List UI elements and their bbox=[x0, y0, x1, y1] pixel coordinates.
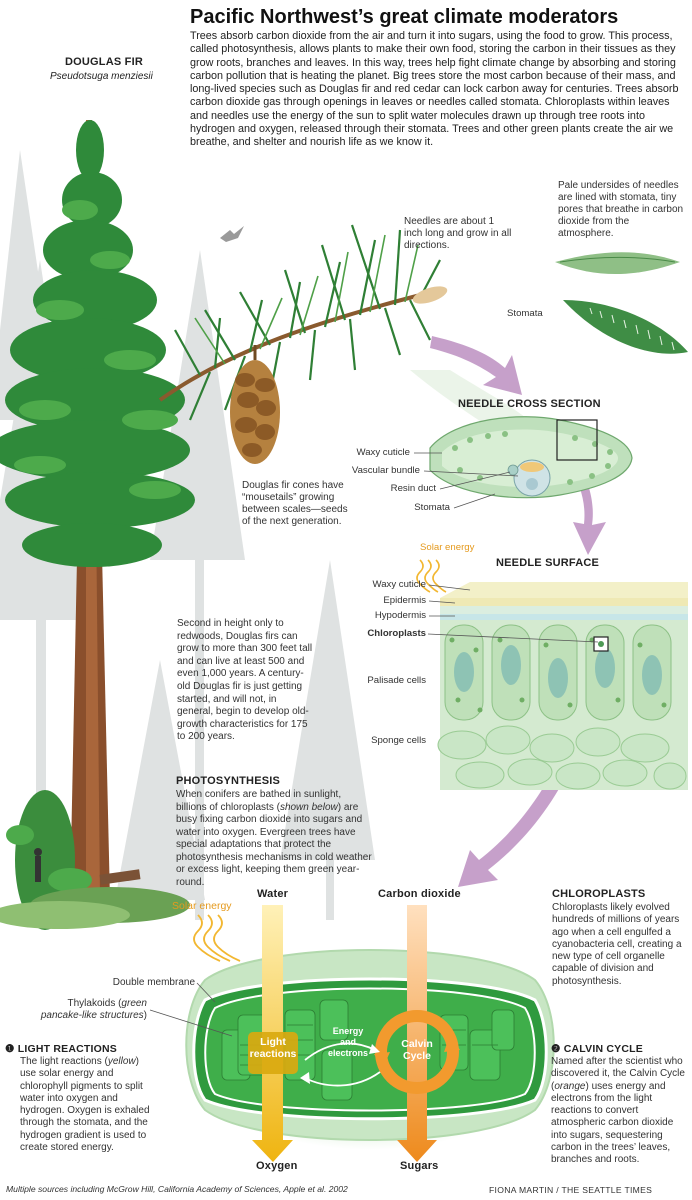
calvin-cycle-label: Calvin Cycle bbox=[401, 1038, 433, 1062]
needle-length-note: Needles are about 1 inch long and grow i… bbox=[404, 216, 512, 251]
solar-energy-rays-bottom bbox=[193, 914, 241, 962]
intro-paragraph: Trees absorb carbon dioxide from the air… bbox=[190, 30, 679, 149]
douglas-fir-tree bbox=[0, 120, 195, 930]
ns-sponge-cells: Sponge cells bbox=[371, 735, 426, 746]
stomata-label: Stomata bbox=[507, 308, 543, 319]
sources-note: Multiple sources including McGrow Hill, … bbox=[6, 1184, 348, 1194]
sugars-label: Sugars bbox=[400, 1160, 439, 1172]
ns-palisade-cells: Palisade cells bbox=[367, 675, 426, 686]
water-label: Water bbox=[257, 888, 289, 900]
calvin-cycle-text: Named after the scientist who discovered… bbox=[551, 1056, 685, 1166]
carbon-dioxide-label: Carbon dioxide bbox=[378, 888, 461, 900]
light-reactions-text: The light reactions (yellow) use solar e… bbox=[20, 1056, 150, 1154]
cs-resin-duct: Resin duct bbox=[390, 483, 436, 494]
fir-branch bbox=[158, 224, 448, 464]
cross-section-heading: NEEDLE CROSS SECTION bbox=[458, 398, 601, 410]
page-title: Pacific Northwest’s great climate modera… bbox=[190, 6, 619, 28]
diagram-leaders bbox=[149, 982, 233, 1037]
solar-energy-label-bottom: Solar energy bbox=[172, 900, 232, 912]
needle-surface-heading: NEEDLE SURFACE bbox=[496, 557, 600, 569]
needle-surface-block bbox=[437, 582, 688, 790]
cross-section-leaders bbox=[414, 452, 519, 509]
chloroplast-diagram bbox=[185, 905, 555, 1162]
solar-energy-label-top: Solar energy bbox=[420, 542, 475, 553]
chloroplasts-heading: CHLOROPLASTS bbox=[552, 888, 646, 900]
cs-vascular-bundle: Vascular bundle bbox=[351, 465, 420, 476]
credit-line: FIONA MARTIN / THE SEATTLE TIMES bbox=[489, 1185, 653, 1195]
cs-stomata: Stomata bbox=[414, 502, 450, 513]
needle-closeup bbox=[555, 252, 688, 354]
chloroplasts-text: Chloroplasts likely evolved hundreds of … bbox=[552, 902, 682, 987]
calvin-cycle-heading: ❷ CALVIN CYCLE bbox=[551, 1043, 643, 1055]
cones-note: Douglas fir cones have “mousetails” grow… bbox=[242, 480, 348, 527]
needle-underside-note: Pale undersides of needles are lined wit… bbox=[558, 180, 684, 239]
surface-leaders bbox=[427, 584, 599, 643]
cs-waxy-cuticle: Waxy cuticle bbox=[356, 447, 411, 458]
energy-electrons-label: Energy and electrons bbox=[327, 1026, 369, 1058]
solar-energy-rays-top bbox=[416, 559, 447, 593]
double-membrane-label: Double membrane bbox=[112, 977, 195, 988]
ns-chloroplasts: Chloroplasts bbox=[367, 628, 426, 639]
bird-icon bbox=[220, 226, 244, 242]
thylakoids-label: Thylakoids (green pancake-like structure… bbox=[40, 998, 147, 1021]
light-reactions-label: Light reactions bbox=[249, 1036, 297, 1060]
light-reactions-heading: ❶ LIGHT REACTIONS bbox=[5, 1043, 117, 1055]
photosynthesis-text: When conifers are bathed in sunlight, bi… bbox=[176, 789, 372, 888]
calvin-cycle-arrow bbox=[397, 905, 437, 1162]
ns-waxy-cuticle: Waxy cuticle bbox=[372, 579, 427, 590]
fir-cone bbox=[230, 345, 280, 464]
oxygen-label: Oxygen bbox=[256, 1160, 298, 1172]
tree-latin-name: Pseudotsuga menziesii bbox=[50, 71, 153, 82]
ns-epidermis: Epidermis bbox=[383, 595, 426, 606]
height-note: Second in height only to redwoods, Dougl… bbox=[177, 618, 313, 743]
needle-cross-section bbox=[410, 370, 633, 499]
photosynthesis-heading: PHOTOSYNTHESIS bbox=[176, 775, 281, 787]
ns-hypodermis: Hypodermis bbox=[374, 610, 426, 621]
tree-name: DOUGLAS FIR bbox=[65, 56, 143, 68]
